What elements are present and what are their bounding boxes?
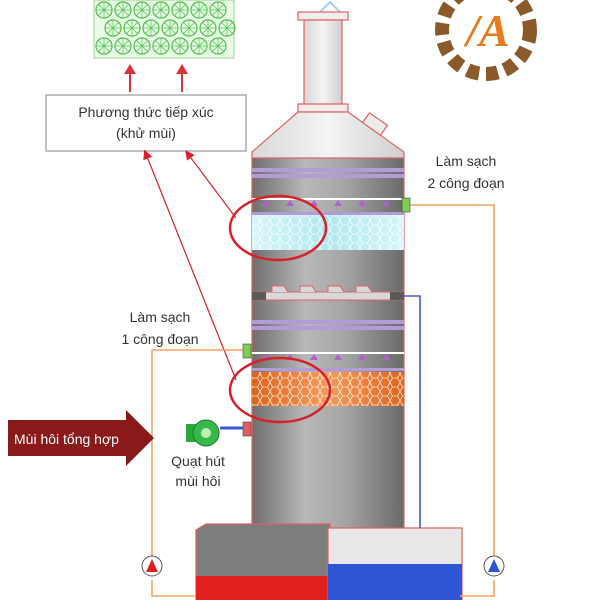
stage2-label-line2: 2 công đoạn	[427, 175, 504, 191]
spray-nozzle	[382, 200, 390, 206]
flange	[401, 197, 411, 213]
pump-icon	[483, 555, 505, 577]
spray-header-lower	[252, 320, 404, 354]
stage2-label-line1: Làm sạch	[436, 153, 497, 169]
packing-bed-upper	[252, 212, 404, 250]
callout-ring-upper	[228, 194, 328, 262]
up-arrow-icon	[124, 64, 136, 92]
packing-media-sample	[93, 0, 236, 59]
input-label: Mùi hôi tổng hợp	[14, 431, 119, 447]
spray-nozzle	[334, 200, 342, 206]
spray-nozzles-upper	[262, 200, 390, 206]
flange	[242, 421, 252, 437]
circulation-tank-blue	[327, 527, 463, 600]
stage1-label-line1: Làm sạch	[130, 309, 191, 325]
spray-nozzle	[334, 354, 342, 360]
contact-method-box	[45, 94, 247, 152]
fan-label-line1: Quạt hút	[171, 453, 225, 469]
spray-nozzle	[358, 354, 366, 360]
exhaust-stack	[297, 0, 349, 113]
spray-nozzle	[358, 200, 366, 206]
input-arrow	[8, 410, 154, 466]
callout-leader-lines	[143, 149, 237, 381]
flange	[242, 343, 252, 359]
fan-icon	[186, 419, 220, 447]
pump-icon	[141, 555, 163, 577]
spray-nozzle	[286, 200, 294, 206]
company-logo: /A	[435, 0, 537, 81]
callout-ring-lower	[228, 356, 332, 424]
contact-method-title: Phương thức tiếp xúc	[78, 104, 213, 120]
sump-tank-red	[195, 523, 331, 600]
spray-header-upper	[252, 168, 404, 200]
spray-nozzle	[262, 200, 270, 206]
contact-method-subtitle: (khử mùi)	[116, 125, 176, 141]
up-arrow-icon	[176, 64, 188, 92]
spray-nozzle	[382, 354, 390, 360]
fan-label-line2: mùi hôi	[175, 473, 220, 489]
logo-text: /A	[463, 5, 509, 56]
stage1-label-line2: 1 công đoạn	[121, 331, 198, 347]
chimney-tray	[251, 285, 405, 301]
spray-nozzle	[310, 354, 318, 360]
piping	[151, 204, 495, 597]
